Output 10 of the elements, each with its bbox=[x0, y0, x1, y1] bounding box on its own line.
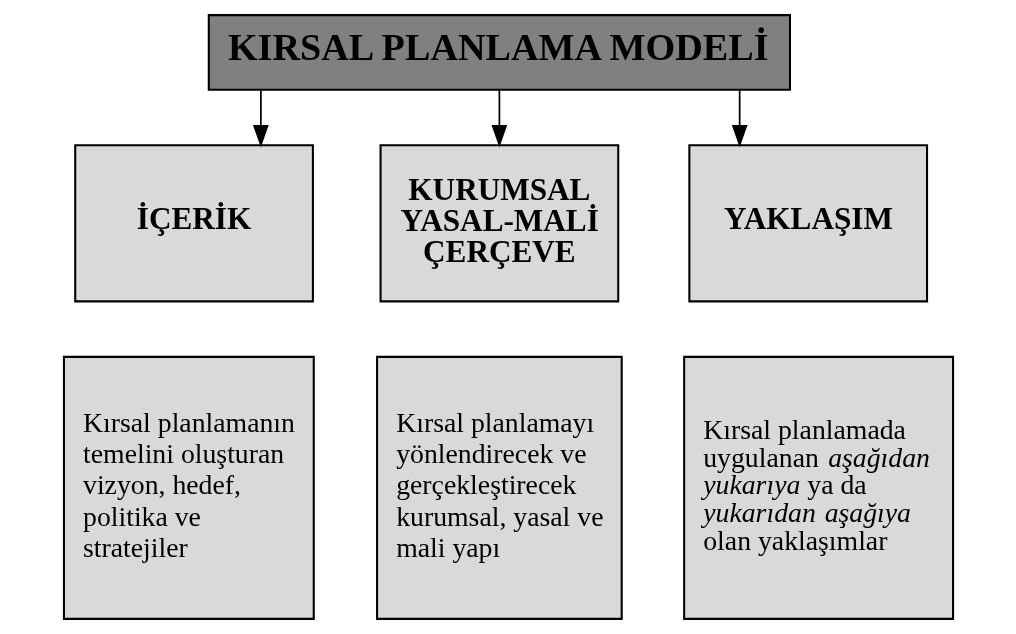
arrow bbox=[731, 89, 748, 148]
node-box: KIRSAL PLANLAMA MODELİ bbox=[207, 14, 791, 91]
node-box: Kırsal planlamayı yönlendirecek ve gerçekleştirecek kurumsal, yasal ve mali yapı bbox=[375, 355, 623, 620]
node-box: İÇERİK bbox=[73, 144, 314, 303]
arrow bbox=[252, 89, 269, 148]
node-box: Kırsal planlamada uygulanan aşağıdan yukarıya ya da yukarıdan aşağıya olan yaklaşımlar bbox=[682, 355, 954, 620]
node-box: Kırsal planlamanın temelini oluşturan vizyon, hedef, politika ve stratejiler bbox=[62, 355, 315, 620]
node-box: KURUMSAL YASAL-MALİ ÇERÇEVE bbox=[379, 144, 619, 303]
arrow bbox=[491, 89, 507, 148]
node-box: YAKLAŞIM bbox=[687, 144, 928, 303]
